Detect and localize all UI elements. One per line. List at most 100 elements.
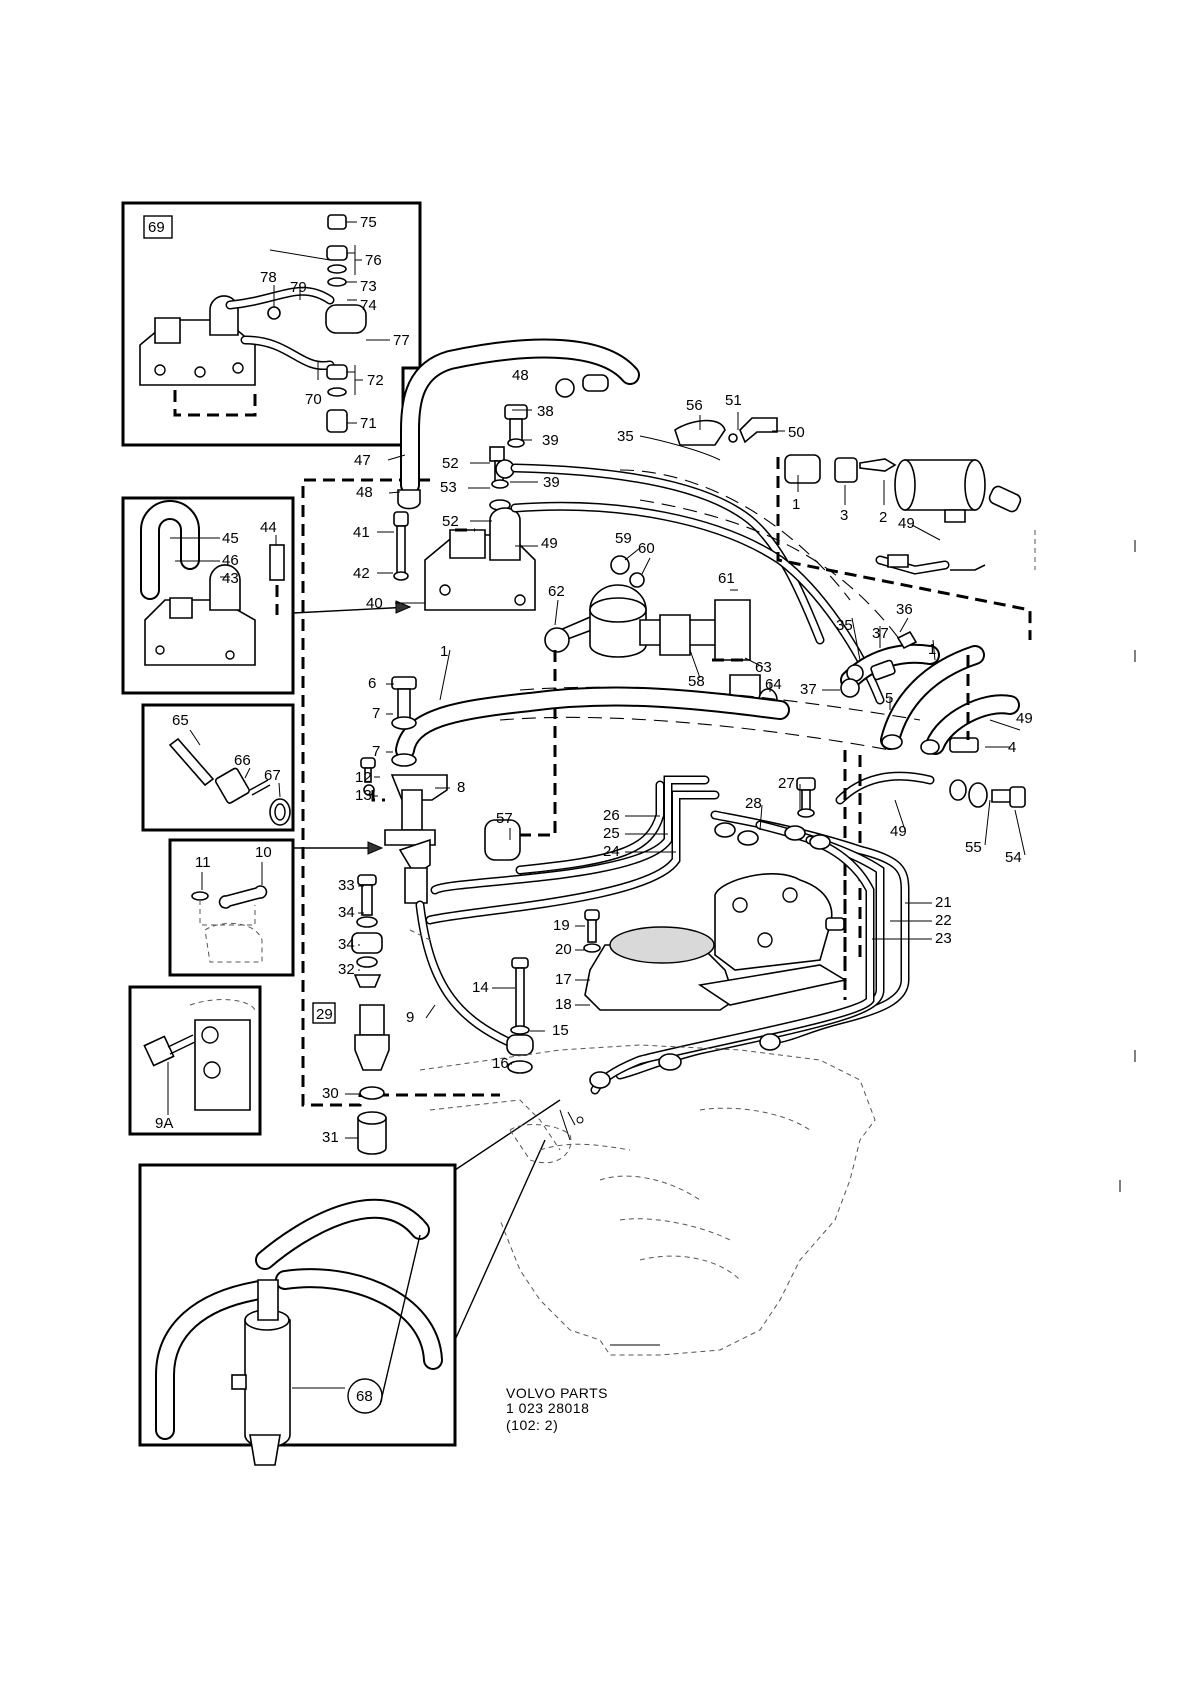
callout-34-b: 34 (338, 936, 355, 953)
callout-1-left: 1 (440, 643, 448, 660)
cold-start-valve-57-64 (425, 555, 778, 925)
callout-61: 61 (718, 570, 735, 587)
callout-54: 54 (1005, 849, 1022, 866)
callout-13: 13 (355, 787, 372, 804)
inset-regulator-45-46 (121, 496, 295, 695)
callout-77: 77 (393, 332, 410, 349)
callout-79: 79 (290, 279, 307, 296)
callout-76: 76 (365, 252, 382, 269)
callout-leader-lines (189, 409, 1026, 1139)
callout-14: 14 (472, 979, 489, 996)
callout-6: 6 (368, 675, 376, 692)
title-block: VOLVO PARTS 1 023 28018 (102: 2) (506, 1385, 608, 1433)
callout-27: 27 (778, 775, 795, 792)
callout-78: 78 (260, 269, 277, 286)
callout-4: 4 (1008, 739, 1016, 756)
callout-73: 73 (360, 278, 377, 295)
bolt-14-group (506, 957, 534, 1074)
callout-16: 16 (492, 1055, 509, 1072)
callout-11: 11 (195, 854, 211, 871)
callout-68: 68 (356, 1388, 373, 1405)
inset-gasket-10-11 (168, 838, 295, 977)
callout-26: 26 (603, 807, 620, 824)
callout-9a: 9A (155, 1115, 173, 1132)
callout-23: 23 (935, 930, 952, 947)
callout-43: 43 (222, 570, 239, 587)
return-hose-47 (397, 338, 640, 510)
callout-9: 9 (406, 1009, 414, 1026)
callout-31: 31 (322, 1129, 339, 1146)
callout-19: 19 (553, 917, 570, 934)
callout-75: 75 (360, 214, 377, 231)
callout-37-b: 37 (800, 681, 817, 698)
callout-57: 57 (496, 810, 513, 827)
callout-59: 59 (615, 530, 632, 547)
callout-33: 33 (338, 877, 355, 894)
callout-29: 29 (316, 1006, 333, 1023)
callout-35-top: 35 (617, 428, 634, 445)
inset-plug-9a (128, 985, 262, 1136)
callout-30: 30 (322, 1085, 339, 1102)
callout-49-b: 49 (898, 515, 915, 532)
title-line-1: VOLVO PARTS (506, 1385, 608, 1401)
callout-7-a: 7 (372, 705, 380, 722)
callout-46: 46 (222, 552, 239, 569)
callout-69: 69 (148, 219, 165, 236)
engine-block-outline (419, 1044, 876, 1356)
callout-36: 36 (896, 601, 913, 618)
callout-17: 17 (555, 971, 572, 988)
callout-51: 51 (725, 392, 742, 409)
callout-25: 25 (603, 825, 620, 842)
callout-52-b: 52 (442, 513, 459, 530)
callout-3: 3 (840, 507, 848, 524)
callout-53: 53 (440, 479, 457, 496)
arrow-head-icon (395, 600, 412, 614)
regulator-40-assembly (393, 404, 536, 611)
callout-28: 28 (745, 795, 762, 812)
callout-39-b: 39 (543, 474, 560, 491)
arrow-head-icon (367, 841, 384, 855)
hoses-1-49-right (835, 554, 1026, 1000)
callout-64: 64 (765, 676, 782, 693)
callout-42: 42 (353, 565, 370, 582)
scan-marks (1119, 540, 1136, 1192)
callout-12: 12 (355, 769, 372, 786)
callout-60: 60 (638, 540, 655, 557)
hose-1-cold-start (360, 676, 921, 846)
callout-8: 8 (457, 779, 465, 796)
callout-40: 40 (366, 595, 383, 612)
callout-38: 38 (537, 403, 554, 420)
callout-49-a: 49 (541, 535, 558, 552)
callout-62: 62 (548, 583, 565, 600)
callout-65: 65 (172, 712, 189, 729)
callout-24: 24 (603, 843, 620, 860)
callout-35-right: 35 (836, 617, 853, 634)
callout-22: 22 (935, 912, 952, 929)
callout-74: 74 (360, 297, 377, 314)
callout-58: 58 (688, 673, 705, 690)
inset-fittings-65-67 (141, 703, 295, 832)
callout-2: 2 (879, 509, 887, 526)
injector-group-29-34 (351, 838, 520, 1155)
title-line-2: 1 023 28018 (506, 1400, 589, 1416)
callout-39-a: 39 (542, 432, 559, 449)
callout-52-a: 52 (442, 455, 459, 472)
callout-1-right: 1 (928, 641, 936, 658)
callout-49-d: 49 (890, 823, 907, 840)
callout-49-c: 49 (1016, 710, 1033, 727)
callout-68-circle (347, 1378, 383, 1414)
callout-32: 32 (338, 961, 355, 978)
pointer-arrow-inset-43 (292, 606, 411, 614)
callout-18: 18 (555, 996, 572, 1013)
callout-63: 63 (755, 659, 772, 676)
callout-66: 66 (234, 752, 251, 769)
callout-21: 21 (935, 894, 952, 911)
callout-34-a: 34 (338, 904, 355, 921)
callout-44: 44 (260, 519, 277, 536)
callout-48-top: 48 (512, 367, 529, 384)
callout-41: 41 (353, 524, 370, 541)
callout-7-b: 7 (372, 743, 380, 760)
fuel-filter-group (674, 417, 1036, 640)
callout-29-box (312, 1002, 336, 1024)
